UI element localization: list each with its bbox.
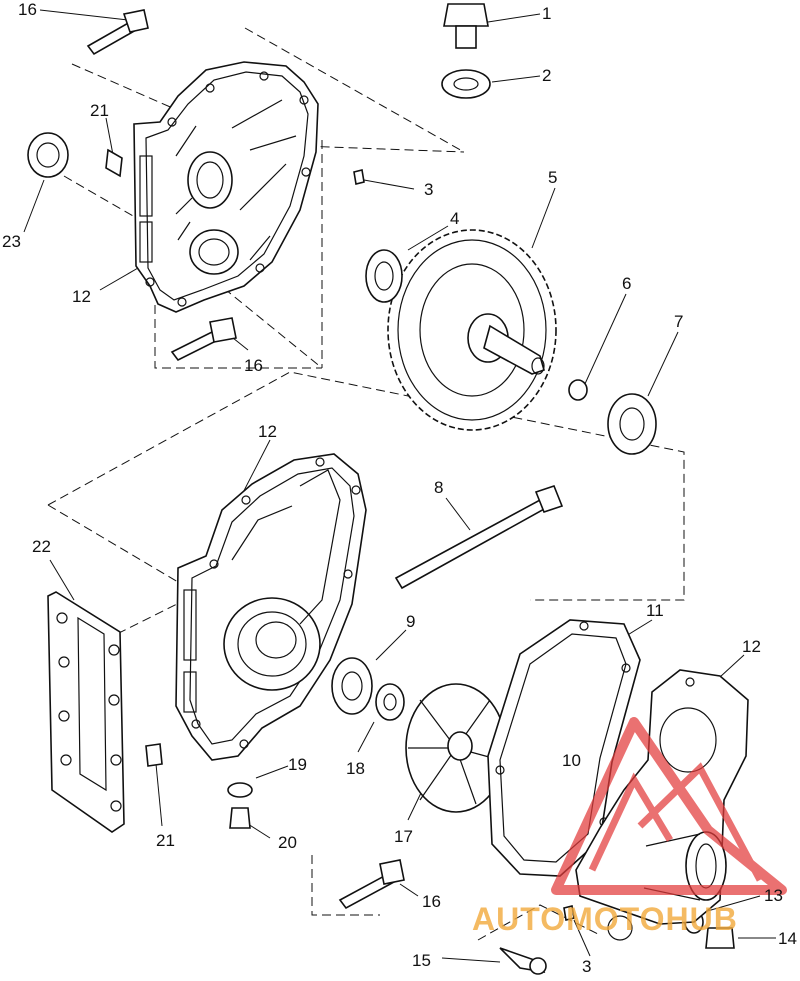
callout-4: 4 — [450, 209, 459, 228]
alignment-guides — [47, 27, 685, 941]
washer-18 — [375, 683, 405, 721]
long-bolt-8 — [394, 485, 564, 590]
callout-9: 9 — [406, 612, 415, 631]
callout-6: 6 — [622, 274, 631, 293]
lower-crankcase-cover — [175, 453, 367, 761]
pin-3-bottom — [563, 905, 575, 921]
callout-18: 18 — [346, 759, 365, 778]
washer-19 — [227, 782, 253, 798]
callout-2: 2 — [542, 66, 551, 85]
callout-22: 22 — [32, 537, 51, 556]
callout-20: 20 — [278, 833, 297, 852]
callout-8: 8 — [434, 478, 443, 497]
callout-19: 19 — [288, 755, 307, 774]
callout-16-bottom: 16 — [422, 892, 441, 911]
callout-12-upper: 12 — [72, 287, 91, 306]
callout-16-middle: 16 — [244, 356, 263, 375]
bearing-9 — [331, 657, 373, 715]
callout-3-top: 3 — [424, 180, 433, 199]
upper-crankcase-cover — [133, 61, 319, 313]
callout-7: 7 — [674, 312, 683, 331]
callout-16-top: 16 — [18, 0, 37, 19]
plug-bolt-1 — [443, 3, 489, 27]
pump-housing — [575, 669, 749, 941]
dowel-21-top — [105, 148, 123, 178]
bearing-7 — [607, 393, 657, 455]
watermark-text: AUTOMOTOHUB — [472, 901, 738, 937]
callout-10: 10 — [562, 751, 581, 770]
drive-gear — [387, 229, 557, 431]
o-ring-6 — [568, 379, 588, 401]
callout-13: 13 — [764, 886, 783, 905]
callout-11: 11 — [646, 601, 664, 620]
callout-1: 1 — [542, 4, 551, 23]
callout-5: 5 — [548, 168, 557, 187]
callout-23: 23 — [2, 232, 21, 251]
impeller — [405, 683, 507, 813]
callout-17: 17 — [394, 827, 413, 846]
automotohub-watermark-logo — [551, 717, 787, 895]
bolt-14 — [705, 927, 735, 949]
callout-21-bottom: 21 — [156, 831, 175, 850]
callout-12-pump: 12 — [742, 637, 761, 656]
callout-21-top: 21 — [90, 101, 109, 120]
cover-gasket — [47, 591, 125, 833]
bearing-4 — [365, 249, 403, 303]
washer-2 — [441, 69, 491, 99]
seal-23 — [27, 132, 69, 178]
bolt-20 — [229, 807, 251, 829]
callout-3-bottom: 3 — [582, 957, 591, 976]
bolts-16 — [86, 9, 405, 910]
callout-15: 15 — [412, 951, 431, 970]
callout-14: 14 — [778, 929, 797, 948]
callout-12-lower: 12 — [258, 422, 277, 441]
dowel-21-bottom — [145, 743, 163, 767]
pin-3-top — [353, 169, 365, 185]
